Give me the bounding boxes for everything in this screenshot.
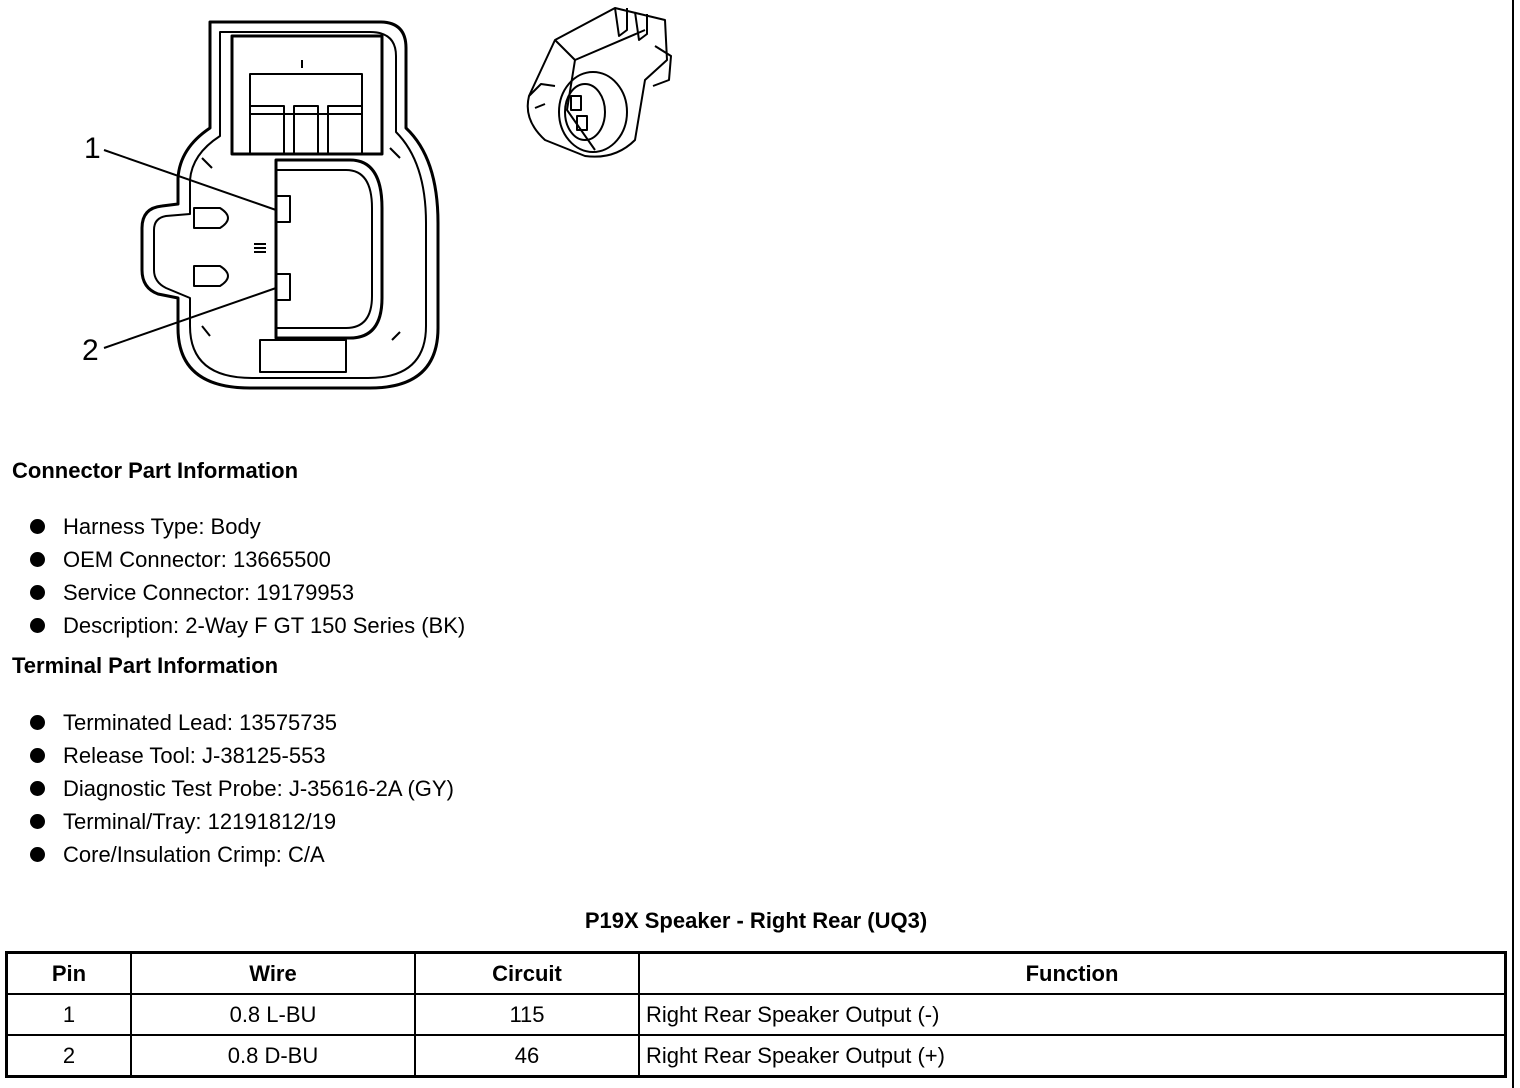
page-border <box>1512 0 1514 1088</box>
table-header-row: Pin Wire Circuit Function <box>5 951 1507 995</box>
list-item: Terminal/Tray: 12191812/19 <box>28 805 454 838</box>
connector-part-information-list: Harness Type: Body OEM Connector: 136655… <box>28 510 465 642</box>
terminal-part-information-title: Terminal Part Information <box>12 653 279 678</box>
pin-table: Pin Wire Circuit Function 1 0.8 L-BU 115… <box>5 951 1507 1078</box>
list-item: Diagnostic Test Probe: J-35616-2A (GY) <box>28 772 454 805</box>
connector-part-information-title: Connector Part Information <box>12 458 299 483</box>
header-circuit: Circuit <box>414 951 640 995</box>
bullet-icon <box>30 552 45 567</box>
table-row: 1 0.8 L-BU 115 Right Rear Speaker Output… <box>5 993 1507 1036</box>
bullet-icon <box>30 715 45 730</box>
pin-2-label: 2 <box>82 334 99 367</box>
bullet-icon <box>30 519 45 534</box>
bullet-icon <box>30 781 45 796</box>
cell-pin: 1 <box>5 993 132 1036</box>
header-wire: Wire <box>130 951 416 995</box>
list-item: Core/Insulation Crimp: C/A <box>28 838 454 871</box>
cell-function: Right Rear Speaker Output (+) <box>638 1034 1507 1078</box>
list-item: Terminated Lead: 13575735 <box>28 706 454 739</box>
bullet-icon <box>30 847 45 862</box>
cell-circuit: 115 <box>414 993 640 1036</box>
cell-wire: 0.8 L-BU <box>130 993 416 1036</box>
pin-table-title: P19X Speaker - Right Rear (UQ3) <box>584 908 928 933</box>
list-item: Service Connector: 19179953 <box>28 576 465 609</box>
cell-function: Right Rear Speaker Output (-) <box>638 993 1507 1036</box>
table-row: 2 0.8 D-BU 46 Right Rear Speaker Output … <box>5 1034 1507 1078</box>
header-function: Function <box>638 951 1507 995</box>
cell-pin: 2 <box>5 1034 132 1078</box>
connector-face-diagram: 1 2 <box>82 20 440 390</box>
cell-wire: 0.8 D-BU <box>130 1034 416 1078</box>
bullet-icon <box>30 618 45 633</box>
connector-isometric-image <box>526 7 672 158</box>
bullet-icon <box>30 748 45 763</box>
list-item: Description: 2-Way F GT 150 Series (BK) <box>28 609 465 642</box>
list-item: Harness Type: Body <box>28 510 465 543</box>
list-item: Release Tool: J-38125-553 <box>28 739 454 772</box>
terminal-part-information-list: Terminated Lead: 13575735 Release Tool: … <box>28 706 454 871</box>
bullet-icon <box>30 585 45 600</box>
bullet-icon <box>30 814 45 829</box>
list-item: OEM Connector: 13665500 <box>28 543 465 576</box>
header-pin: Pin <box>5 951 132 995</box>
pin-1-label: 1 <box>84 132 101 165</box>
cell-circuit: 46 <box>414 1034 640 1078</box>
